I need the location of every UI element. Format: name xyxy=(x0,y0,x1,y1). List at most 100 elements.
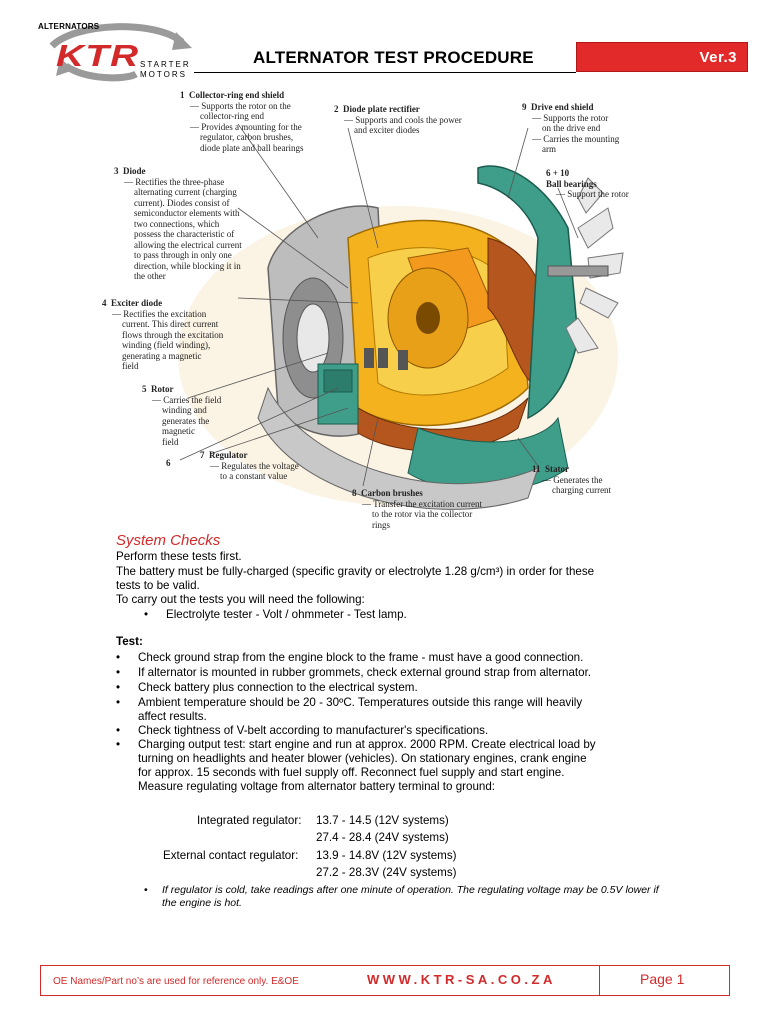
bullet-icon: • xyxy=(116,724,120,738)
label-3-desc-9: the other xyxy=(114,271,242,282)
label-9-desc-0: — Supports the rotor xyxy=(522,113,619,124)
bullet-icon: • xyxy=(116,666,120,680)
test-item-line: for approx. 15 seconds with fuel supply … xyxy=(138,766,564,780)
label-3-desc-7: to pass through in only one xyxy=(114,250,242,261)
logo-top-label: ALTERNATORS xyxy=(38,22,99,31)
label-4-desc-5: field xyxy=(102,361,223,372)
label-5-name: Rotor xyxy=(151,384,174,394)
label-5-desc-2: generates the xyxy=(142,416,221,427)
label-3-desc-8: direction, while blocking it in xyxy=(114,261,242,272)
title-underline xyxy=(194,72,576,73)
label-5-desc-3: magnetic xyxy=(142,426,221,437)
integrated-24v-value: 27.4 - 28.4 (24V systems) xyxy=(316,831,449,845)
integrated-regulator-label: Integrated regulator: xyxy=(197,814,301,828)
label-2-desc-1: and exciter diodes xyxy=(334,125,462,136)
test-item-line: Check tightness of V-belt according to m… xyxy=(138,724,488,738)
intro-line-3: To carry out the tests you will need the… xyxy=(116,593,365,607)
label-4-num: 4 xyxy=(102,298,107,308)
diagram-label-3: 3 Diode — Rectifies the three-phase alte… xyxy=(114,166,242,282)
ktr-logo: ALTERNATORS KTR STARTER MOTORS xyxy=(36,16,196,84)
label-4-desc-4: generating a magnetic xyxy=(102,351,223,362)
diagram-label-5: 5 Rotor — Carries the field winding and … xyxy=(142,384,221,447)
diagram-label-2: 2 Diode plate rectifier — Supports and c… xyxy=(334,104,462,136)
equipment-text: Electrolyte tester - Volt / ohmmeter - T… xyxy=(166,608,407,622)
footer-website-link[interactable]: WWW.KTR-SA.CO.ZA xyxy=(367,972,556,987)
logo-brand: KTR xyxy=(56,38,139,74)
label-4-desc-0: — Rectifies the excitation xyxy=(102,309,223,320)
label-4-desc-1: current. This direct current xyxy=(102,319,223,330)
label-3-desc-0: — Rectifies the three-phase xyxy=(114,177,242,188)
external-12v-value: 13.9 - 14.8V (12V systems) xyxy=(316,849,456,863)
page-title: ALTERNATOR TEST PROCEDURE xyxy=(253,48,534,68)
integrated-12v-value: 13.7 - 14.5 (12V systems) xyxy=(316,814,449,828)
test-item-line: Check battery plus connection to the ele… xyxy=(138,681,418,695)
version-label: Ver.3 xyxy=(699,49,737,66)
logo-sub-line1: STARTER xyxy=(140,60,191,69)
test-item-line: Ambient temperature should be 20 - 30ºC.… xyxy=(138,696,582,710)
external-regulator-label: External contact regulator: xyxy=(163,849,298,863)
label-10-desc-0: — Support the rotor xyxy=(546,189,629,200)
version-badge: Ver.3 xyxy=(576,42,748,72)
footer: OE Names/Part no’s are used for referenc… xyxy=(40,965,730,996)
bullet-icon: • xyxy=(116,651,120,665)
external-24v-value: 27.2 - 28.3V (24V systems) xyxy=(316,866,456,880)
bullet-icon: • xyxy=(116,696,120,710)
bullet-icon: • xyxy=(144,608,148,622)
system-checks-heading: System Checks xyxy=(116,532,220,549)
intro-line-1: The battery must be fully-charged (speci… xyxy=(116,565,594,579)
label-10-name: Ball bearings xyxy=(546,179,629,190)
label-8-num: 8 xyxy=(352,488,357,498)
label-5-num: 5 xyxy=(142,384,147,394)
note-bullet-icon: • xyxy=(144,883,148,897)
label-6-num: 6 xyxy=(166,458,171,468)
label-4-desc-2: flows through the excitation xyxy=(102,330,223,341)
label-3-num: 3 xyxy=(114,166,119,176)
label-7-desc-0: — Regulates the voltage xyxy=(200,461,299,472)
label-1-name: Collector-ring end shield xyxy=(189,90,284,100)
label-1-desc-4: diode plate and ball bearings xyxy=(180,143,303,154)
label-11-name: Stator xyxy=(545,464,569,474)
label-2-num: 2 xyxy=(334,104,339,114)
test-item-line: Check ground strap from the engine block… xyxy=(138,651,583,665)
diagram-label-9: 9 Drive end shield — Supports the rotor … xyxy=(522,102,619,155)
label-3-desc-2: current). Diodes consist of xyxy=(114,198,242,209)
intro-line-0: Perform these tests first. xyxy=(116,550,242,564)
label-7-num: 7 xyxy=(200,450,205,460)
test-item-line: If alternator is mounted in rubber gromm… xyxy=(138,666,591,680)
page-number-box: Page 1 xyxy=(599,965,731,996)
label-8-desc-2: rings xyxy=(352,520,482,531)
label-9-name: Drive end shield xyxy=(531,102,594,112)
label-8-desc-0: — Transfer the excitation current xyxy=(352,499,482,510)
label-5-desc-0: — Carries the field xyxy=(142,395,221,406)
diagram-label-1: 1 Collector-ring end shield — Supports t… xyxy=(180,90,303,153)
intro-line-2: tests to be valid. xyxy=(116,579,200,593)
label-3-desc-3: semiconductor elements with xyxy=(114,208,242,219)
label-3-desc-5: possess the characteristic of xyxy=(114,229,242,240)
label-5-desc-1: winding and xyxy=(142,405,221,416)
label-4-name: Exciter diode xyxy=(111,298,162,308)
diagram-label-11: 11 Stator — Generates the charging curre… xyxy=(532,464,611,496)
label-1-desc-0: — Supports the rotor on the xyxy=(180,101,303,112)
label-1-desc-1: collector-ring end xyxy=(180,111,303,122)
test-item-line: Charging output test: start engine and r… xyxy=(138,738,596,752)
label-1-num: 1 xyxy=(180,90,185,100)
diagram-label-7: 7 Regulator — Regulates the voltage to a… xyxy=(200,450,299,482)
label-3-desc-1: alternating current (charging xyxy=(114,187,242,198)
label-3-desc-6: allowing the electrical current xyxy=(114,240,242,251)
label-4-desc-3: winding (field winding), xyxy=(102,340,223,351)
test-item-line: Measure regulating voltage from alternat… xyxy=(138,780,495,794)
page-number: Page 1 xyxy=(640,971,684,987)
label-10-num: 6 + 10 xyxy=(546,168,629,179)
note-text: If regulator is cold, take readings afte… xyxy=(162,884,662,910)
label-1-desc-3: regulator, carbon brushes, xyxy=(180,132,303,143)
test-heading: Test: xyxy=(116,635,143,649)
test-item-line: affect results. xyxy=(138,710,207,724)
test-item-line: turning on headlights and heater blower … xyxy=(138,752,587,766)
bullet-icon: • xyxy=(116,738,120,752)
diagram-label-4: 4 Exciter diode — Rectifies the excitati… xyxy=(102,298,223,372)
label-1-desc-2: — Provides a mounting for the xyxy=(180,122,303,133)
label-8-desc-1: to the rotor via the collector xyxy=(352,509,482,520)
label-9-num: 9 xyxy=(522,102,527,112)
label-9-desc-1: on the drive end xyxy=(522,123,619,134)
label-2-desc-0: — Supports and cools the power xyxy=(334,115,462,126)
